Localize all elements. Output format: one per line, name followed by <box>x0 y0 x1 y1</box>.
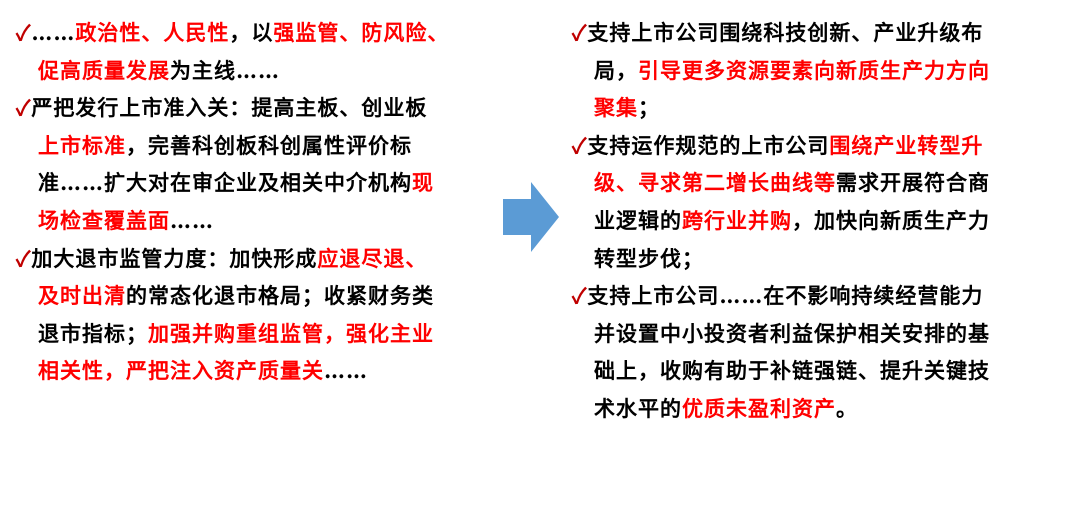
bullet-item: ✓严把发行上市准入关：提高主板、创业板上市标准，完善科创板科创属性评价标准……扩… <box>16 89 496 239</box>
text-line: ✓严把发行上市准入关：提高主板、创业板 <box>16 89 496 127</box>
highlight-text: 级、寻求第二增长曲线等 <box>594 170 836 196</box>
highlight-text: 政治性、人民性 <box>75 20 230 45</box>
body-text: …… <box>170 207 214 233</box>
body-text: 需求开展符合商 <box>836 170 990 196</box>
body-text: …… <box>31 20 76 45</box>
body-text: 支持运作规范的上市公司 <box>587 132 830 158</box>
body-text: 的常态化退市格局；收紧财务类 <box>126 283 434 309</box>
body-text: 局， <box>594 57 638 83</box>
body-text: ； <box>638 95 660 121</box>
body-text: …… <box>324 358 368 384</box>
check-icon: ✓ <box>16 20 32 45</box>
body-text: 并设置中小投资者利益保护相关安排的基 <box>594 320 990 346</box>
body-text: 严把发行上市准入关：提高主板、创业板 <box>31 95 428 121</box>
bullet-item: ✓支持上市公司围绕科技创新、产业升级布局，引导更多资源要素向新质生产力方向聚集； <box>572 14 1072 127</box>
body-text: 转型步伐； <box>594 245 704 271</box>
check-icon: ✓ <box>572 20 588 45</box>
bullet-item: ✓支持上市公司……在不影响持续经营能力并设置中小投资者利益保护相关安排的基础上，… <box>572 277 1072 427</box>
text-line: 准……扩大对在审企业及相关中介机构现 <box>16 164 496 202</box>
body-text: 加大退市监管力度：加快形成 <box>31 245 318 271</box>
highlight-text: 聚集 <box>594 95 638 121</box>
highlight-text: 围绕产业转型升 <box>829 132 984 158</box>
body-text: 术水平的 <box>594 395 682 421</box>
highlight-text: 及时出清 <box>38 283 126 309</box>
text-line: 并设置中小投资者利益保护相关安排的基 <box>572 315 1072 353</box>
text-line: 转型步伐； <box>572 240 1072 278</box>
bullet-item: ✓……政治性、人民性，以强监管、防风险、促高质量发展为主线…… <box>16 14 496 89</box>
text-line: 及时出清的常态化退市格局；收紧财务类 <box>16 277 496 315</box>
highlight-text: 优质未盈利资产 <box>682 395 836 421</box>
bullet-item: ✓支持运作规范的上市公司围绕产业转型升级、寻求第二增长曲线等需求开展符合商业逻辑… <box>572 127 1072 277</box>
text-line: ✓支持上市公司围绕科技创新、产业升级布 <box>572 14 1072 52</box>
body-text: ，完善科创板科创属性评价标 <box>126 132 412 158</box>
body-text: 础上，收购有助于补链强链、提升关键技 <box>594 358 990 384</box>
text-line: ✓加大退市监管力度：加快形成应退尽退、 <box>16 240 496 278</box>
right-column: ✓支持上市公司围绕科技创新、产业升级布局，引导更多资源要素向新质生产力方向聚集；… <box>572 14 1072 428</box>
text-line: 相关性，严把注入资产质量关…… <box>16 352 496 390</box>
highlight-text: 跨行业并购 <box>682 207 792 233</box>
highlight-text: 上市标准 <box>38 132 126 158</box>
text-line: ✓……政治性、人民性，以强监管、防风险、 <box>16 14 496 52</box>
highlight-text: 相关性，严把注入资产质量关 <box>38 358 324 384</box>
bullet-item: ✓加大退市监管力度：加快形成应退尽退、及时出清的常态化退市格局；收紧财务类退市指… <box>16 240 496 390</box>
text-line: 术水平的优质未盈利资产。 <box>572 390 1072 428</box>
text-line: ✓支持上市公司……在不影响持续经营能力 <box>572 277 1072 315</box>
highlight-text: 加强并购重组监管，强化主业 <box>148 320 434 346</box>
highlight-text: 引导更多资源要素向新质生产力方向 <box>638 57 990 83</box>
body-text: ，以 <box>229 20 274 45</box>
body-text: 。 <box>836 395 858 421</box>
highlight-text: 促高质量发展 <box>38 57 170 83</box>
text-line: 局，引导更多资源要素向新质生产力方向 <box>572 52 1072 90</box>
check-icon: ✓ <box>16 245 32 271</box>
highlight-text: 场检查覆盖面 <box>38 207 170 233</box>
check-icon: ✓ <box>16 95 32 121</box>
text-line: 级、寻求第二增长曲线等需求开展符合商 <box>572 164 1072 202</box>
text-line: 聚集； <box>572 89 1072 127</box>
body-text: 支持上市公司……在不影响持续经营能力 <box>587 283 984 309</box>
text-line: 础上，收购有助于补链强链、提升关键技 <box>572 352 1072 390</box>
right-arrow-icon <box>503 182 559 252</box>
text-line: 上市标准，完善科创板科创属性评价标 <box>16 127 496 165</box>
text-line: 业逻辑的跨行业并购，加快向新质生产力 <box>572 202 1072 240</box>
check-icon: ✓ <box>572 132 588 158</box>
body-text: 准……扩大对在审企业及相关中介机构 <box>38 170 412 196</box>
highlight-text: 应退尽退、 <box>317 245 428 271</box>
text-line: 退市指标；加强并购重组监管，强化主业 <box>16 315 496 353</box>
body-text: 业逻辑的 <box>594 207 682 233</box>
highlight-text: 强监管、防风险、 <box>273 20 450 45</box>
left-column: ✓……政治性、人民性，以强监管、防风险、促高质量发展为主线……✓严把发行上市准入… <box>16 14 496 390</box>
text-line: 促高质量发展为主线…… <box>16 52 496 90</box>
text-line: ✓支持运作规范的上市公司围绕产业转型升 <box>572 127 1072 165</box>
body-text: 支持上市公司围绕科技创新、产业升级布 <box>587 20 984 45</box>
body-text: 为主线…… <box>170 57 280 83</box>
right-arrow-shape <box>503 182 559 252</box>
check-icon: ✓ <box>572 283 588 309</box>
text-line: 场检查覆盖面…… <box>16 202 496 240</box>
body-text: 退市指标； <box>38 320 148 346</box>
highlight-text: 现 <box>412 170 434 196</box>
body-text: ，加快向新质生产力 <box>792 207 990 233</box>
